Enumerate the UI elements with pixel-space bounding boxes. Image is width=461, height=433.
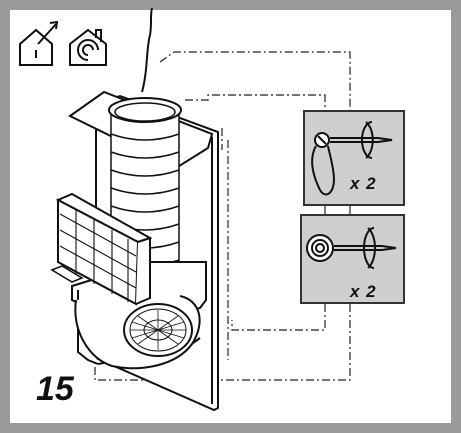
dash-outline bbox=[94, 51, 351, 381]
screw-quantity-label: x 2 bbox=[350, 174, 377, 193]
step-number: 15 bbox=[36, 370, 74, 408]
grease-filter bbox=[50, 192, 153, 306]
bolt-quantity-label: x 2 bbox=[350, 282, 377, 301]
bolt-detail bbox=[306, 227, 397, 269]
house-with-exhaust-arrow-icon bbox=[19, 20, 59, 66]
screw-detail bbox=[311, 121, 393, 196]
power-cord bbox=[141, 7, 153, 93]
house-with-recirculation-icon bbox=[69, 28, 107, 66]
blower-fan bbox=[74, 295, 201, 370]
